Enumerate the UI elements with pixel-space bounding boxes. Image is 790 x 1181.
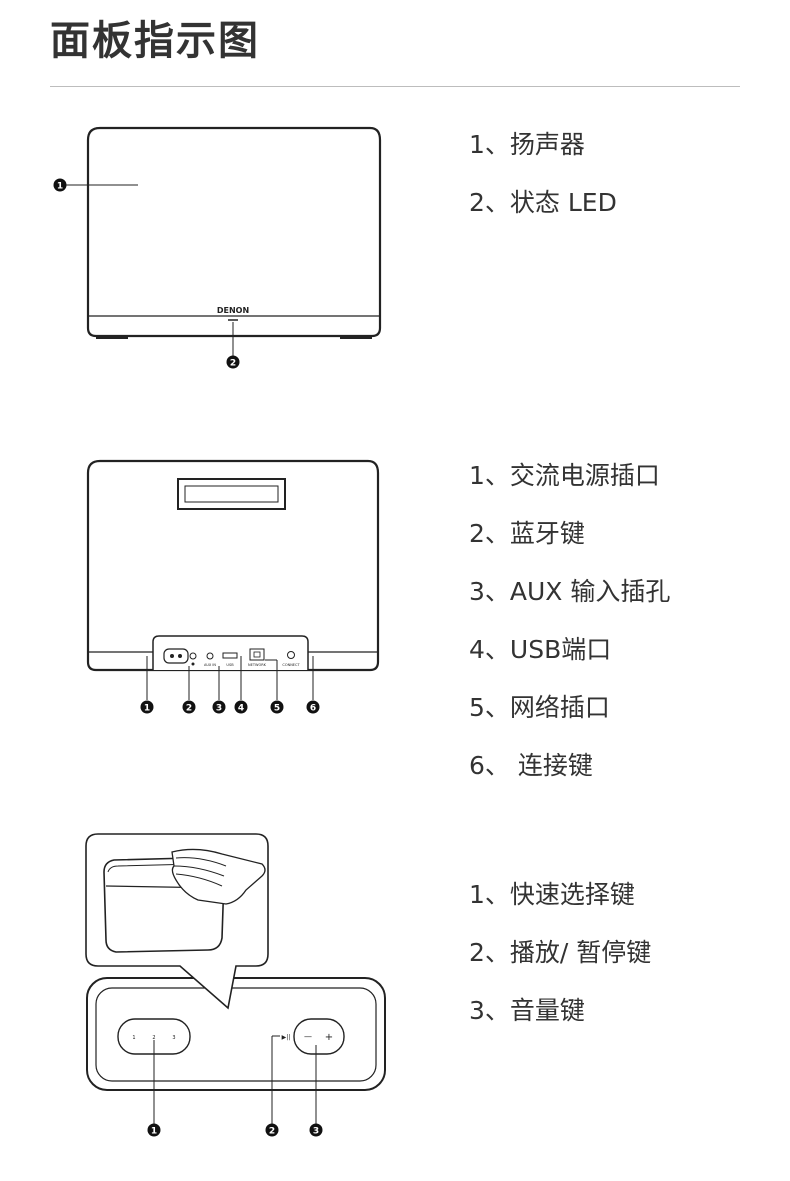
svg-text:3: 3 xyxy=(313,1127,319,1137)
legend-item: 2、播放/ 暂停键 xyxy=(469,938,652,967)
svg-text:6: 6 xyxy=(310,704,316,714)
svg-text:1: 1 xyxy=(151,1127,157,1137)
legend-item: 1、扬声器 xyxy=(469,130,585,159)
hand-illustration xyxy=(171,848,266,905)
bluetooth-button xyxy=(189,652,197,660)
aux-jack xyxy=(206,652,214,660)
back-legend: 1、交流电源插口 2、蓝牙键 3、AUX 输入插孔 4、USB端口 5、网络插口… xyxy=(469,461,670,809)
callout-back-1: 1 xyxy=(140,700,154,714)
legend-item: 3、AUX 输入插孔 xyxy=(469,577,671,606)
svg-text:NETWORK: NETWORK xyxy=(248,663,267,667)
brand-logo: DENON xyxy=(217,306,249,315)
svg-text:2: 2 xyxy=(230,359,236,369)
svg-text:CONNECT: CONNECT xyxy=(282,663,300,667)
page-title: 面板指示图 xyxy=(50,18,260,64)
back-view-diagram: AUX IN USB NETWORK CONNECT 1 2 3 4 5 6 xyxy=(86,459,380,714)
callout-top-3: 3 xyxy=(309,1123,323,1137)
connect-button xyxy=(287,651,295,659)
ac-inlet xyxy=(163,648,189,664)
svg-text:AUX IN: AUX IN xyxy=(204,663,216,667)
legend-item: 2、蓝牙键 xyxy=(469,519,585,548)
callout-back-4: 4 xyxy=(234,700,248,714)
svg-text:2: 2 xyxy=(269,1127,275,1137)
callout-top-2: 2 xyxy=(265,1123,279,1137)
usb-port xyxy=(222,652,238,659)
top-view-diagram: 1 2 3 ▶|| — + 1 2 3 xyxy=(85,833,386,1137)
legend-item: 1、交流电源插口 xyxy=(469,461,660,490)
svg-text:USB: USB xyxy=(226,663,234,667)
legend-item: 5、网络插口 xyxy=(469,693,610,722)
front-view-diagram: DENON 1 2 xyxy=(53,126,382,369)
svg-text:2: 2 xyxy=(186,704,192,714)
legend-item: 6、 连接键 xyxy=(469,751,593,780)
legend-item: 4、USB端口 xyxy=(469,635,612,664)
callout-back-6: 6 xyxy=(306,700,320,714)
svg-text:1: 1 xyxy=(144,704,150,714)
svg-text:5: 5 xyxy=(274,704,280,714)
volume-down-icon: — xyxy=(304,1032,312,1041)
callout-top-1: 1 xyxy=(147,1123,161,1137)
preset-1-button: 1 xyxy=(132,1035,135,1041)
svg-text:1: 1 xyxy=(57,182,63,192)
play-pause-icon: ▶|| xyxy=(282,1034,291,1041)
preset-3-button: 3 xyxy=(172,1035,175,1041)
legend-item: 1、快速选择键 xyxy=(469,880,635,909)
volume-panel xyxy=(293,1018,345,1055)
title-divider xyxy=(50,86,740,87)
callout-back-3: 3 xyxy=(212,700,226,714)
front-legend: 1、扬声器 2、状态 LED xyxy=(469,130,617,246)
svg-text:3: 3 xyxy=(216,704,222,714)
top-legend: 1、快速选择键 2、播放/ 暂停键 3、音量键 xyxy=(469,880,651,1054)
legend-item: 2、状态 LED xyxy=(469,188,617,217)
svg-text:4: 4 xyxy=(238,704,244,714)
preset-2-button: 2 xyxy=(152,1035,155,1041)
callout-back-5: 5 xyxy=(270,700,284,714)
callout-front-2: 2 xyxy=(226,355,240,369)
callout-back-2: 2 xyxy=(182,700,196,714)
legend-item: 3、音量键 xyxy=(469,996,585,1025)
callout-front-1: 1 xyxy=(53,178,67,192)
volume-up-icon: + xyxy=(325,1032,333,1043)
